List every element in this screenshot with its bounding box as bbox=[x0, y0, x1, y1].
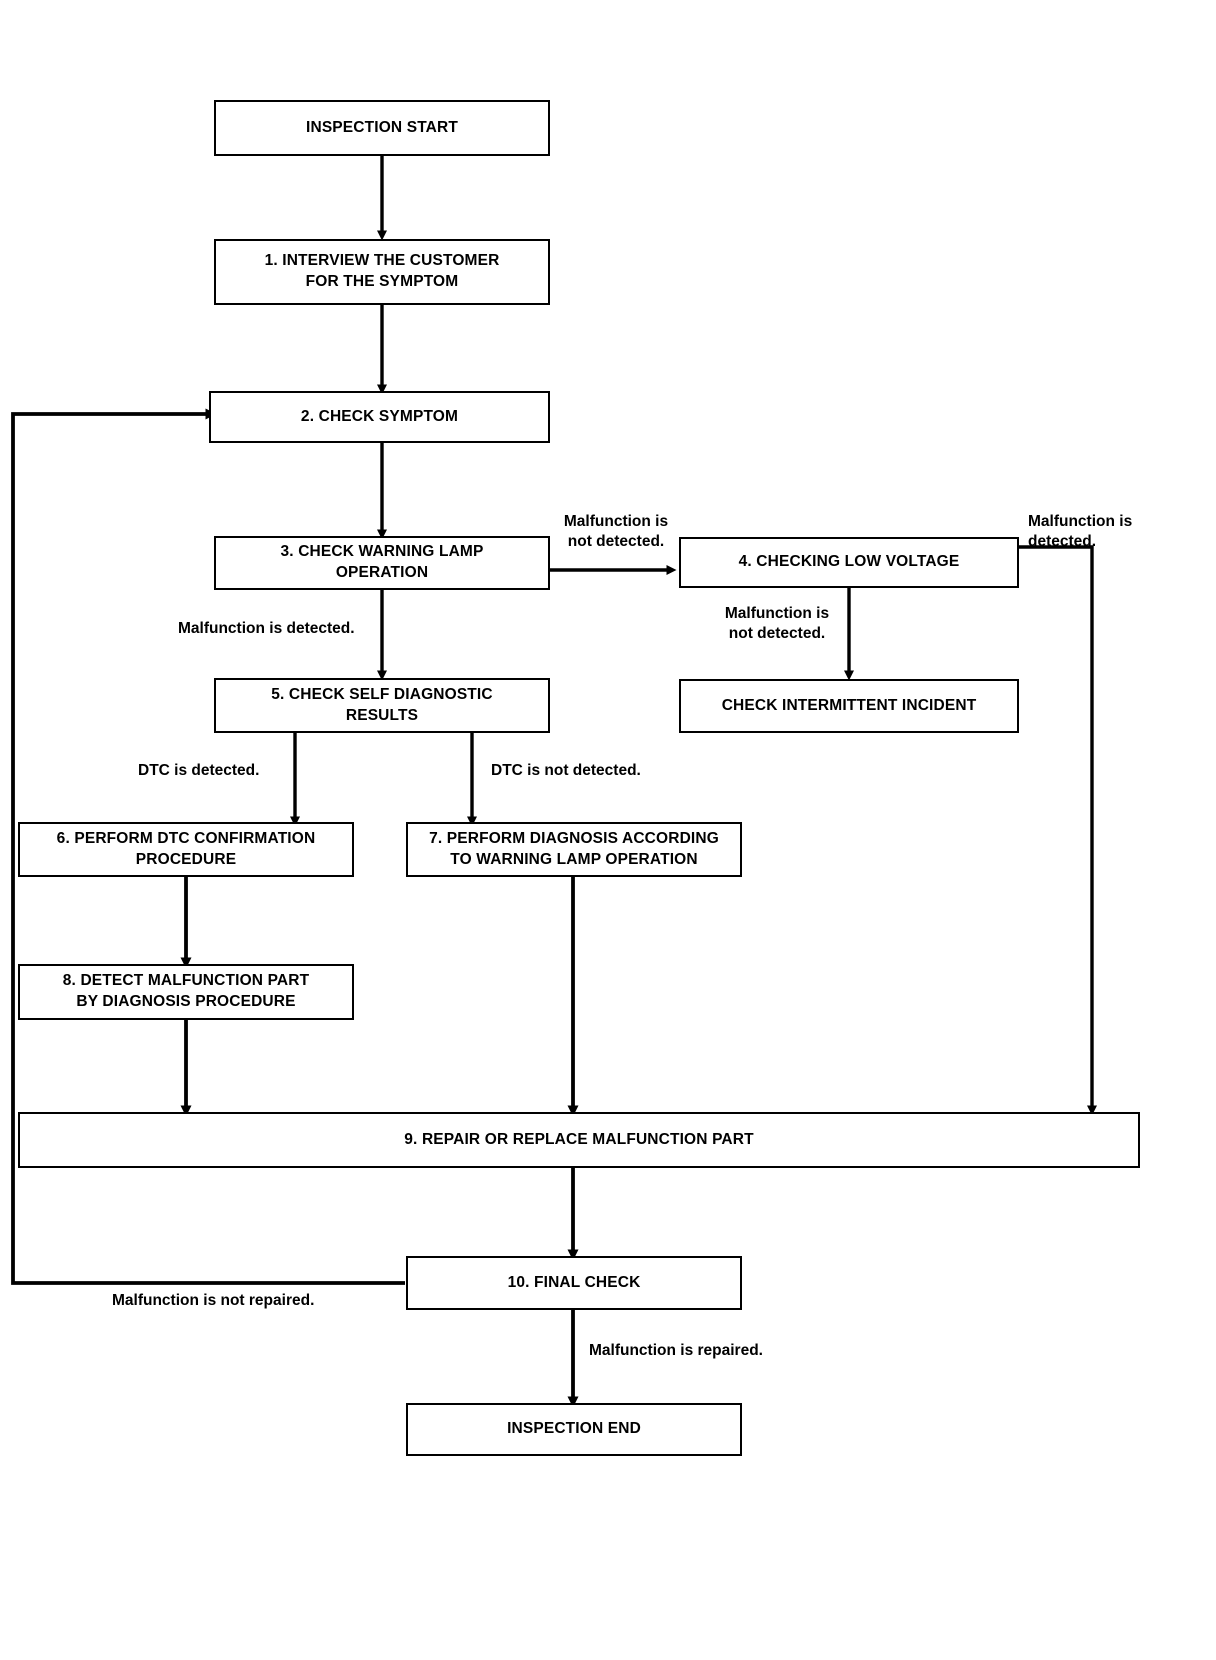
node-label: CHECK INTERMITTENT INCIDENT bbox=[721, 696, 977, 714]
node-label: 1. INTERVIEW THE CUSTOMER FOR THE SYMPTO… bbox=[264, 252, 500, 290]
edge-label-4-to-9: Malfunction is detected. bbox=[1028, 513, 1133, 551]
node-10-final-check[interactable]: 10. FINAL CHECK bbox=[406, 1256, 742, 1310]
node-label: INSPECTION END bbox=[507, 1420, 641, 1438]
node-5-check-self-diagnostic-results[interactable]: 5. CHECK SELF DIAGNOSTIC RESULTS bbox=[214, 678, 550, 733]
node-label: 3. CHECK WARNING LAMP OPERATION bbox=[280, 543, 484, 581]
edge-label-10-to-end: Malfunction is repaired. bbox=[589, 1342, 763, 1359]
edge-4-to-9 bbox=[1018, 545, 1097, 1116]
node-label: 9. REPAIR OR REPLACE MALFUNCTION PART bbox=[404, 1130, 754, 1148]
node-8-detect-malfunction-part[interactable]: 8. DETECT MALFUNCTION PART BY DIAGNOSIS … bbox=[18, 964, 354, 1020]
node-label: 10. FINAL CHECK bbox=[507, 1273, 641, 1291]
node-1-interview-customer[interactable]: 1. INTERVIEW THE CUSTOMER FOR THE SYMPTO… bbox=[214, 239, 550, 305]
edge-label-5-to-6: DTC is detected. bbox=[138, 762, 260, 779]
node-inspection-end[interactable]: INSPECTION END bbox=[406, 1403, 742, 1456]
edge-label-10-to-2: Malfunction is not repaired. bbox=[112, 1292, 315, 1309]
edge-label-3-to-5: Malfunction is detected. bbox=[178, 620, 355, 637]
node-label: 7. PERFORM DIAGNOSIS ACCORDING TO WARNIN… bbox=[429, 829, 719, 868]
node-9-repair-or-replace-malfunction-part[interactable]: 9. REPAIR OR REPLACE MALFUNCTION PART bbox=[18, 1112, 1140, 1168]
node-7-perform-diagnosis-according-to-warning-lamp[interactable]: 7. PERFORM DIAGNOSIS ACCORDING TO WARNIN… bbox=[406, 822, 742, 877]
node-check-intermittent-incident[interactable]: CHECK INTERMITTENT INCIDENT bbox=[679, 679, 1019, 733]
node-label: 5. CHECK SELF DIAGNOSTIC RESULTS bbox=[271, 685, 493, 724]
edge-label-4-to-intermittent: Malfunction is not detected. bbox=[724, 605, 830, 643]
node-6-perform-dtc-confirmation-procedure[interactable]: 6. PERFORM DTC CONFIRMATION PROCEDURE bbox=[18, 822, 354, 877]
node-4-checking-low-voltage[interactable]: 4. CHECKING LOW VOLTAGE bbox=[679, 537, 1019, 588]
node-label: 6. PERFORM DTC CONFIRMATION PROCEDURE bbox=[56, 829, 316, 868]
node-label: INSPECTION START bbox=[306, 118, 458, 136]
edge-label-5-to-7: DTC is not detected. bbox=[491, 762, 641, 779]
node-label: 2. CHECK SYMPTOM bbox=[300, 407, 459, 425]
edge-label-3-to-4: Malfunction is not detected. bbox=[563, 513, 669, 551]
node-label: 8. DETECT MALFUNCTION PART BY DIAGNOSIS … bbox=[62, 972, 310, 1010]
node-2-check-symptom[interactable]: 2. CHECK SYMPTOM bbox=[209, 391, 550, 443]
node-inspection-start[interactable]: INSPECTION START bbox=[214, 100, 550, 156]
node-label: 4. CHECKING LOW VOLTAGE bbox=[738, 553, 960, 571]
node-3-check-warning-lamp-operation[interactable]: 3. CHECK WARNING LAMP OPERATION bbox=[214, 536, 550, 590]
